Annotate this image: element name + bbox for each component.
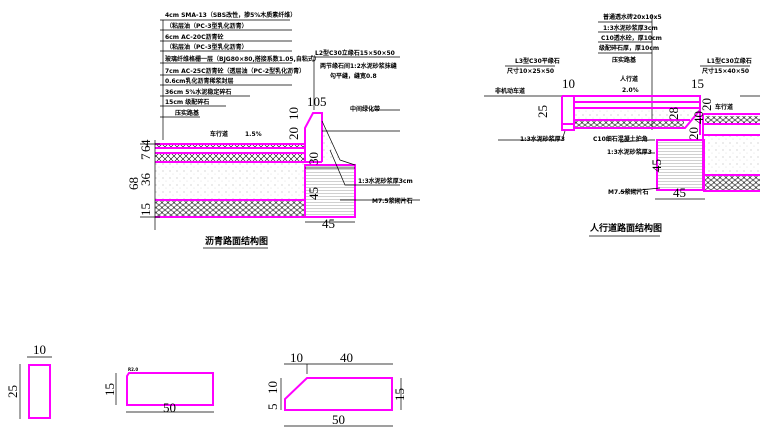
- dim-40: 40: [691, 111, 706, 124]
- dim-15: 15: [691, 76, 704, 91]
- masonry-label: M7.5浆砌片石: [608, 188, 649, 196]
- layer-label: 7cm AC-25C沥青砼（透层油（PC-2型乳化沥青）: [165, 67, 305, 75]
- dim-28: 28: [666, 107, 681, 120]
- slope-label: 1.5%: [245, 131, 262, 138]
- rect-curb-detail: R2.0 15 50: [102, 367, 214, 415]
- joint-note: 勾平缝，缝宽0.8: [330, 72, 377, 80]
- dim-6: 6: [138, 145, 153, 152]
- mortar-right-label: 1:3水泥砂浆厚3: [607, 148, 652, 156]
- layer-label: 1:3水泥砂浆厚3cm: [603, 24, 658, 32]
- layer-label: 4cm SMA-13（SBS改性，掺5%木质素纤维）: [165, 11, 296, 19]
- dim-10: 10: [290, 350, 303, 365]
- dim-width: 50: [163, 400, 176, 415]
- dim-25: 25: [535, 105, 550, 118]
- layer-label: 36cm 5%水泥稳定碎石: [165, 88, 231, 96]
- layer-label: 压实路基: [612, 56, 637, 64]
- dim-45-horizontal: 45: [673, 185, 686, 200]
- corner-label: C10细石混凝土护角: [593, 135, 648, 143]
- dim-10: 10: [562, 76, 575, 91]
- asphalt-title: 沥青路面结构图: [205, 235, 268, 247]
- dim-height: 25: [5, 385, 20, 398]
- dim-10: 10: [286, 107, 301, 120]
- layer-leader-stack: 4cm SMA-13（SBS改性，掺5%木质素纤维） （粘层油（PC-3型乳化沥…: [160, 11, 320, 140]
- dim-15: 15: [392, 388, 407, 401]
- vertical-curb-label: L1型C30立缘石: [707, 57, 752, 65]
- bike-lane-label: 非机动车道: [495, 87, 525, 95]
- layer-label: C10透水砼，厚10cm: [601, 34, 662, 42]
- dim-20: 20: [686, 127, 701, 140]
- flat-curb-detail: 10 25: [5, 342, 52, 419]
- flat-curb-label: L3型C30平缘石: [515, 57, 560, 65]
- dim-height: 15: [102, 383, 117, 396]
- sidewalk-title: 人行道路面结构图: [589, 222, 662, 234]
- curb-stone: [304, 109, 400, 218]
- layer-label: 玻璃纤维格栅一层（BJG80×80,搭接系数1.05,自粘式）: [165, 55, 320, 63]
- joint-note: 两节缘石间1:2水泥砂浆抹缝: [320, 62, 397, 70]
- vertical-curb-size: 尺寸15×40×50: [702, 67, 749, 75]
- dim-10-vertical: 10: [265, 381, 280, 394]
- dim-45-horizontal: 45: [322, 216, 335, 231]
- layer-label: 级配碎石厚，厚10cm: [598, 44, 659, 52]
- masonry-label: M7.5浆砌片石: [372, 197, 413, 205]
- mortar-left-label: 1:3水泥砂浆厚3: [520, 135, 565, 143]
- slope-label: 2.0%: [622, 87, 639, 94]
- dim-20: 20: [286, 127, 301, 140]
- sidewalk-label: 人行道: [620, 75, 638, 83]
- median-label: 中间绿化带: [350, 105, 380, 113]
- layer-label: 0.6cm乳化沥青稀浆封层: [165, 77, 233, 85]
- dim-40: 40: [340, 350, 353, 365]
- dim-width: 10: [33, 342, 46, 357]
- dim-105: 105: [307, 94, 327, 109]
- layer-label: 6cm AC-20C沥青砼: [165, 33, 224, 41]
- layer-label: （粘层油（PC-3型乳化沥青）: [166, 22, 248, 30]
- lane-label: 车行道: [210, 130, 228, 138]
- dim-36: 36: [138, 173, 153, 187]
- mortar-label: 1:3水泥砂浆厚3cm: [358, 177, 413, 185]
- dim-68: 68: [126, 177, 141, 190]
- dim-30: 30: [306, 152, 321, 165]
- dim-45-vertical: 45: [306, 187, 321, 200]
- layer-label: 压实路基: [175, 109, 200, 117]
- radius-label: R2.0: [128, 367, 138, 372]
- dim-20: 20: [699, 98, 714, 111]
- lane-label: 车行道: [715, 103, 733, 111]
- layer-label: 普通透水砖20x10x5: [603, 13, 662, 21]
- layer-label: 15cm 级配碎石: [165, 98, 209, 106]
- dim-7: 7: [138, 153, 153, 160]
- dim-15: 15: [138, 203, 153, 216]
- asphalt-section: 4cm SMA-13（SBS改性，掺5%木质素纤维） （粘层油（PC-3型乳化沥…: [126, 11, 420, 249]
- dim-4: 4: [138, 139, 153, 146]
- bevel-curb-detail: 10 40 10 5 15 50: [265, 350, 407, 427]
- dim-50: 50: [332, 412, 345, 427]
- layer-label: （粘层油（PC-3型乳化沥青）: [166, 43, 248, 51]
- curb-label: L2型C30立缘石15×50×50: [315, 49, 395, 57]
- sidewalk-section: 普通透水砖20x10x5 1:3水泥砂浆厚3cm C10透水砼，厚10cm 级配…: [484, 13, 760, 237]
- flat-curb-size: 尺寸10×25×50: [507, 67, 554, 75]
- sidewalk-layers: [561, 95, 760, 192]
- dim-45-vertical: 45: [649, 159, 664, 172]
- pavement-layers: [140, 140, 305, 230]
- dim-5: 5: [265, 404, 280, 411]
